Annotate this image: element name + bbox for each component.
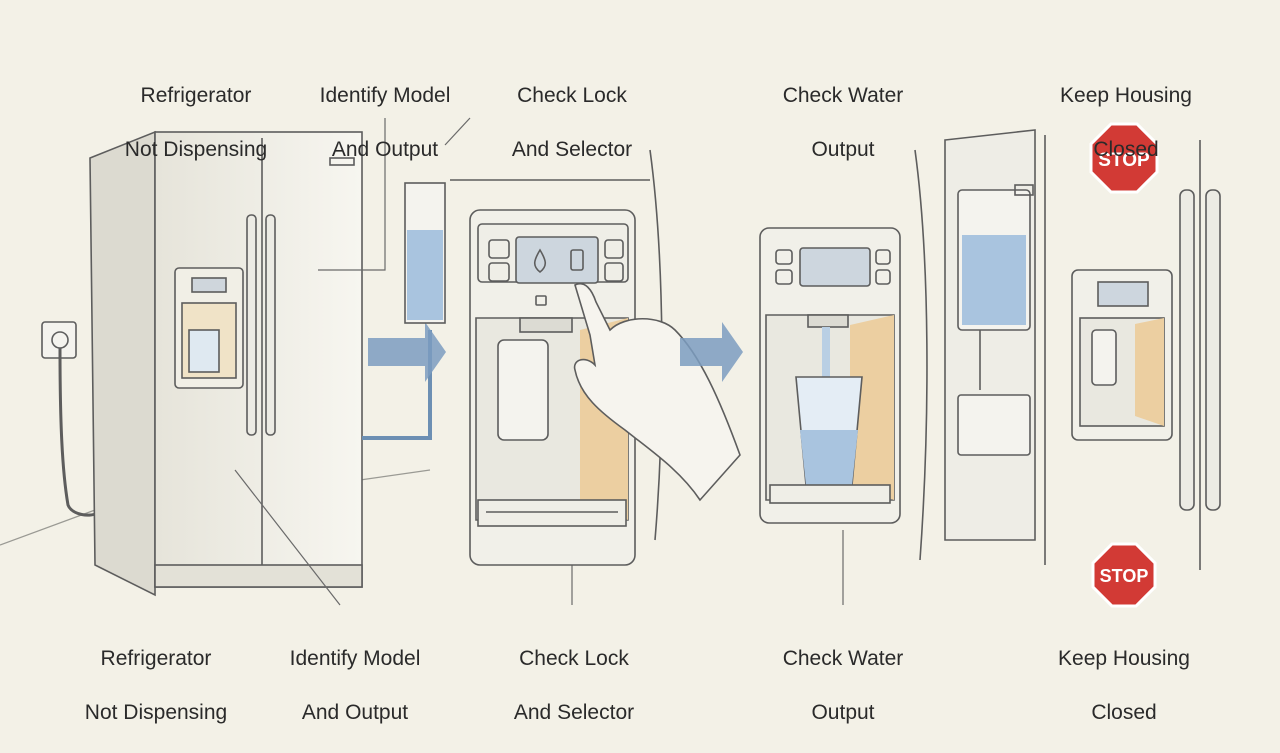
snowflake-button-icon (488, 262, 510, 282)
label-top-keep-housing: Keep Housing Closed (1060, 84, 1192, 161)
refrigerator-illustration (41, 130, 363, 597)
label-top-refrigerator-not-dispensing: Refrigerator Not Dispensing (124, 84, 268, 161)
stop-sign-top (1089, 122, 1159, 194)
ice-bin (957, 394, 1031, 456)
arrow-2 (680, 322, 743, 382)
fridge-handle-left (246, 214, 257, 436)
label-top-check-water: Check Water Output (782, 84, 904, 161)
label-top-identify-model: Identify Model And Output (319, 84, 451, 161)
housing-interior (944, 129, 1221, 570)
floor-lines (0, 469, 431, 546)
label-bottom-check-water: Check Water Output (782, 647, 904, 724)
label-bottom-refrigerator-not-dispensing: Refrigerator Not Dispensing (84, 647, 228, 724)
down-button-icon (604, 262, 624, 282)
stop-sign-bottom-text: STOP (1100, 566, 1149, 586)
stop-sign-top-text: STOP (1098, 150, 1150, 171)
dispenser-display-2 (799, 247, 871, 287)
fridge-handle-right (265, 214, 276, 436)
troubleshooting-diagram: STOP STOP (0, 117, 1221, 608)
lock-icon (535, 295, 547, 306)
water-drop-icon (533, 248, 547, 274)
up-button-icon (604, 239, 624, 259)
hand-illustration (573, 283, 741, 502)
label-bottom-identify-model: Identify Model And Output (289, 647, 421, 724)
power-cord (58, 347, 101, 517)
dispenser-paddle (497, 339, 549, 441)
fridge-side (89, 130, 156, 597)
label-bottom-check-lock: Check Lock And Selector (513, 647, 635, 724)
door-handle-left (1179, 189, 1195, 511)
fridge-front (154, 131, 363, 588)
stop-sign-bottom (1091, 542, 1157, 608)
label-bottom-keep-housing: Keep Housing Closed (1058, 647, 1190, 724)
drop-button-icon (488, 239, 510, 259)
door-handle-right (1205, 189, 1221, 511)
leader-lines (234, 117, 844, 606)
dispenser-display (515, 236, 599, 284)
cup-icon (570, 249, 584, 271)
label-top-check-lock: Check Lock And Selector (511, 84, 633, 161)
arrow-1 (368, 322, 446, 382)
water-output-closeup (759, 149, 928, 561)
